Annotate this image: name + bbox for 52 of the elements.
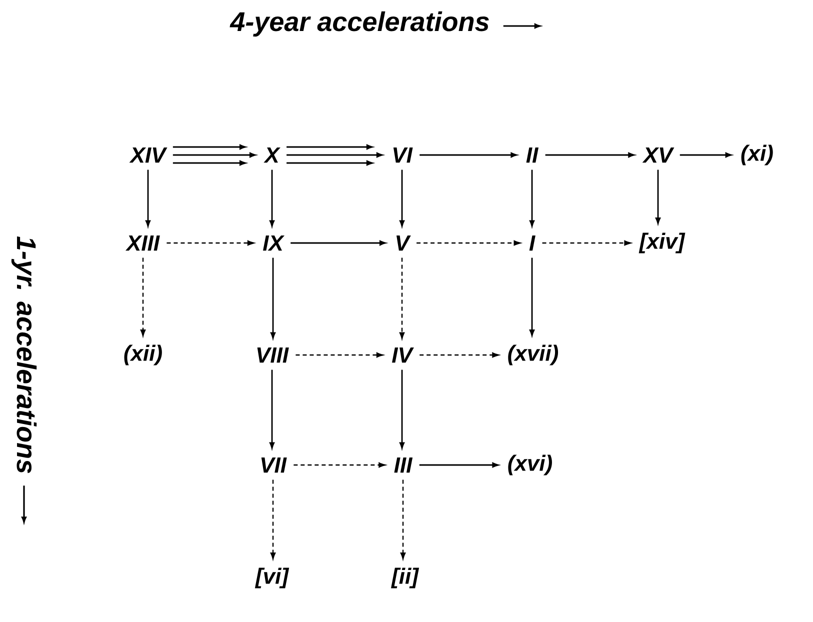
- arrow: [270, 258, 276, 339]
- numeral: X: [264, 147, 280, 163]
- numeral: VIII: [257, 347, 289, 363]
- axis-label: 1-yr. accelerations: [11, 236, 37, 474]
- numeral: XV: [642, 147, 674, 163]
- numeral: VII: [261, 457, 287, 473]
- numeral: XIV: [129, 147, 168, 163]
- arrow: [286, 144, 373, 150]
- numeral: (xi): [741, 144, 773, 166]
- numeral: XIII: [126, 235, 160, 251]
- arrow: [399, 370, 405, 449]
- numeral: IX: [263, 235, 284, 251]
- arrow: [296, 352, 384, 358]
- arrow: [400, 480, 406, 560]
- numeral: I: [529, 235, 536, 251]
- numeral: V: [396, 235, 411, 251]
- arrow: [680, 152, 732, 158]
- heading: 4-year accelerations: [230, 11, 489, 37]
- arrow: [529, 258, 535, 336]
- arrow: [269, 170, 275, 227]
- arrow: [269, 370, 275, 449]
- arrow: [145, 170, 151, 227]
- numeral: (xvii): [508, 344, 558, 366]
- numeral: (xii): [124, 344, 162, 366]
- arrow: [529, 170, 535, 227]
- arrow: [172, 152, 256, 158]
- arrow: [294, 462, 386, 468]
- arrow: [166, 240, 254, 246]
- arrow: [270, 480, 276, 560]
- arrow: [172, 160, 246, 166]
- arrow: [399, 258, 405, 340]
- arrow: [655, 170, 661, 224]
- numeral: IV: [392, 347, 414, 363]
- numeral: (xvi): [508, 454, 552, 476]
- numeral: [xiv]: [638, 232, 686, 254]
- arrow: [172, 144, 246, 150]
- arrow: [420, 152, 518, 158]
- numeral: II: [526, 147, 538, 163]
- arrow: [286, 152, 383, 158]
- arrow: [545, 152, 635, 158]
- numeral: [vi]: [254, 568, 290, 588]
- arrow: [542, 240, 632, 246]
- arrow: [140, 258, 146, 336]
- arrow: [290, 240, 386, 246]
- arrow: [416, 240, 521, 246]
- numeral: III: [394, 457, 413, 473]
- arrow: [286, 160, 373, 166]
- numeral: VI: [393, 147, 413, 163]
- arrow: [399, 170, 405, 227]
- arrow: [420, 352, 499, 358]
- numeral: [ii]: [391, 568, 420, 588]
- arrow: [419, 462, 499, 468]
